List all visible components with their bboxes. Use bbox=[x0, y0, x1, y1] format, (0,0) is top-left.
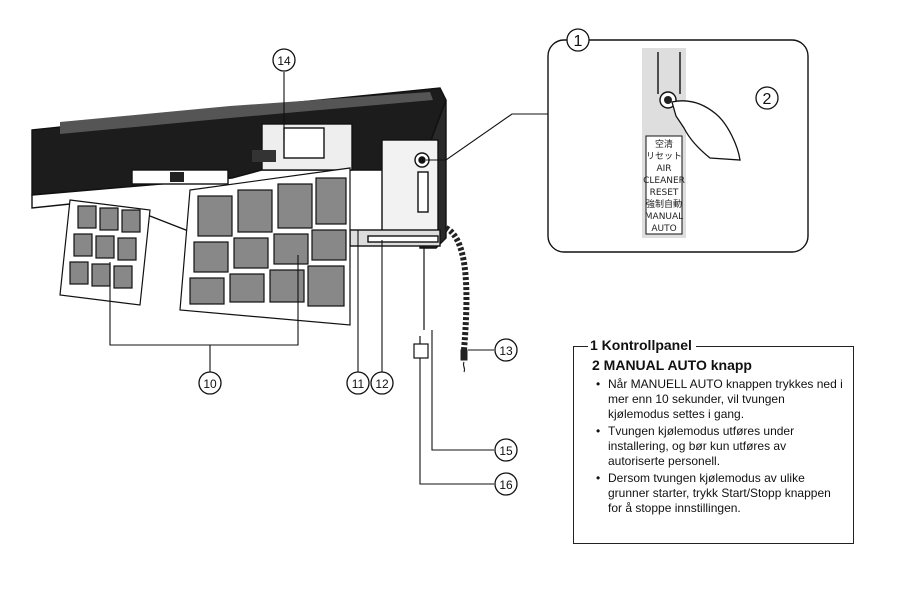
panel-label: MANUAL bbox=[645, 212, 683, 222]
drain-hose bbox=[444, 225, 470, 373]
panel-label: CLEANER bbox=[643, 176, 685, 186]
callout-1-label: 1 bbox=[574, 33, 583, 50]
panel-label: 強制自動 bbox=[646, 198, 682, 210]
callout-11: 11 bbox=[346, 371, 370, 395]
panel-label: AIR bbox=[656, 164, 671, 174]
callout-16: 16 bbox=[494, 472, 518, 496]
callout-13: 13 bbox=[494, 338, 518, 362]
callout-14: 14 bbox=[272, 48, 296, 72]
callout-10: 10 bbox=[198, 371, 222, 395]
callout-12-label: 12 bbox=[375, 377, 389, 391]
callout-15: 15 bbox=[494, 438, 518, 462]
piping bbox=[413, 246, 429, 359]
info-title-control-panel: 1 Kontrollpanel bbox=[588, 337, 696, 353]
info-box: 1 Kontrollpanel 2 MANUAL AUTO knapp Når … bbox=[573, 337, 854, 544]
callout-14-label: 14 bbox=[277, 54, 291, 68]
callout-13-label: 13 bbox=[499, 344, 513, 358]
callout-2-label: 2 bbox=[763, 91, 772, 108]
callout-2: 2 bbox=[755, 86, 779, 110]
info-bullet: Når MANUELL AUTO knappen trykkes ned i m… bbox=[596, 377, 846, 422]
panel-label: リセット bbox=[646, 151, 682, 162]
panel-label: 空清 bbox=[655, 138, 673, 150]
callout-11-label: 11 bbox=[352, 377, 365, 391]
callout-16-label: 16 bbox=[499, 478, 513, 492]
callout-1: 1 bbox=[566, 28, 590, 52]
callouts: 1 2 14 10 11 12 13 15 16 bbox=[198, 28, 779, 496]
air-filter-left bbox=[59, 199, 151, 306]
air-filter-right bbox=[179, 167, 351, 326]
info-bullet: Tvungen kjølemodus utføres under install… bbox=[596, 424, 846, 469]
info-title-manual-auto: 2 MANUAL AUTO knapp bbox=[590, 357, 756, 373]
panel-label: AUTO bbox=[651, 224, 676, 234]
control-panel-labels: 空清 リセット AIR CLEANER RESET 強制自動 MANUAL AU… bbox=[643, 138, 685, 234]
info-bullets: Når MANUELL AUTO knappen trykkes ned i m… bbox=[596, 377, 846, 518]
info-bullet: Dersom tvungen kjølemodus av ulike grunn… bbox=[596, 471, 846, 516]
finger-icon bbox=[671, 100, 741, 161]
panel-label: RESET bbox=[650, 188, 679, 198]
callout-12: 12 bbox=[370, 371, 394, 395]
control-panel-zoom bbox=[547, 39, 809, 253]
callout-10-label: 10 bbox=[203, 377, 217, 391]
callout-15-label: 15 bbox=[499, 444, 513, 458]
